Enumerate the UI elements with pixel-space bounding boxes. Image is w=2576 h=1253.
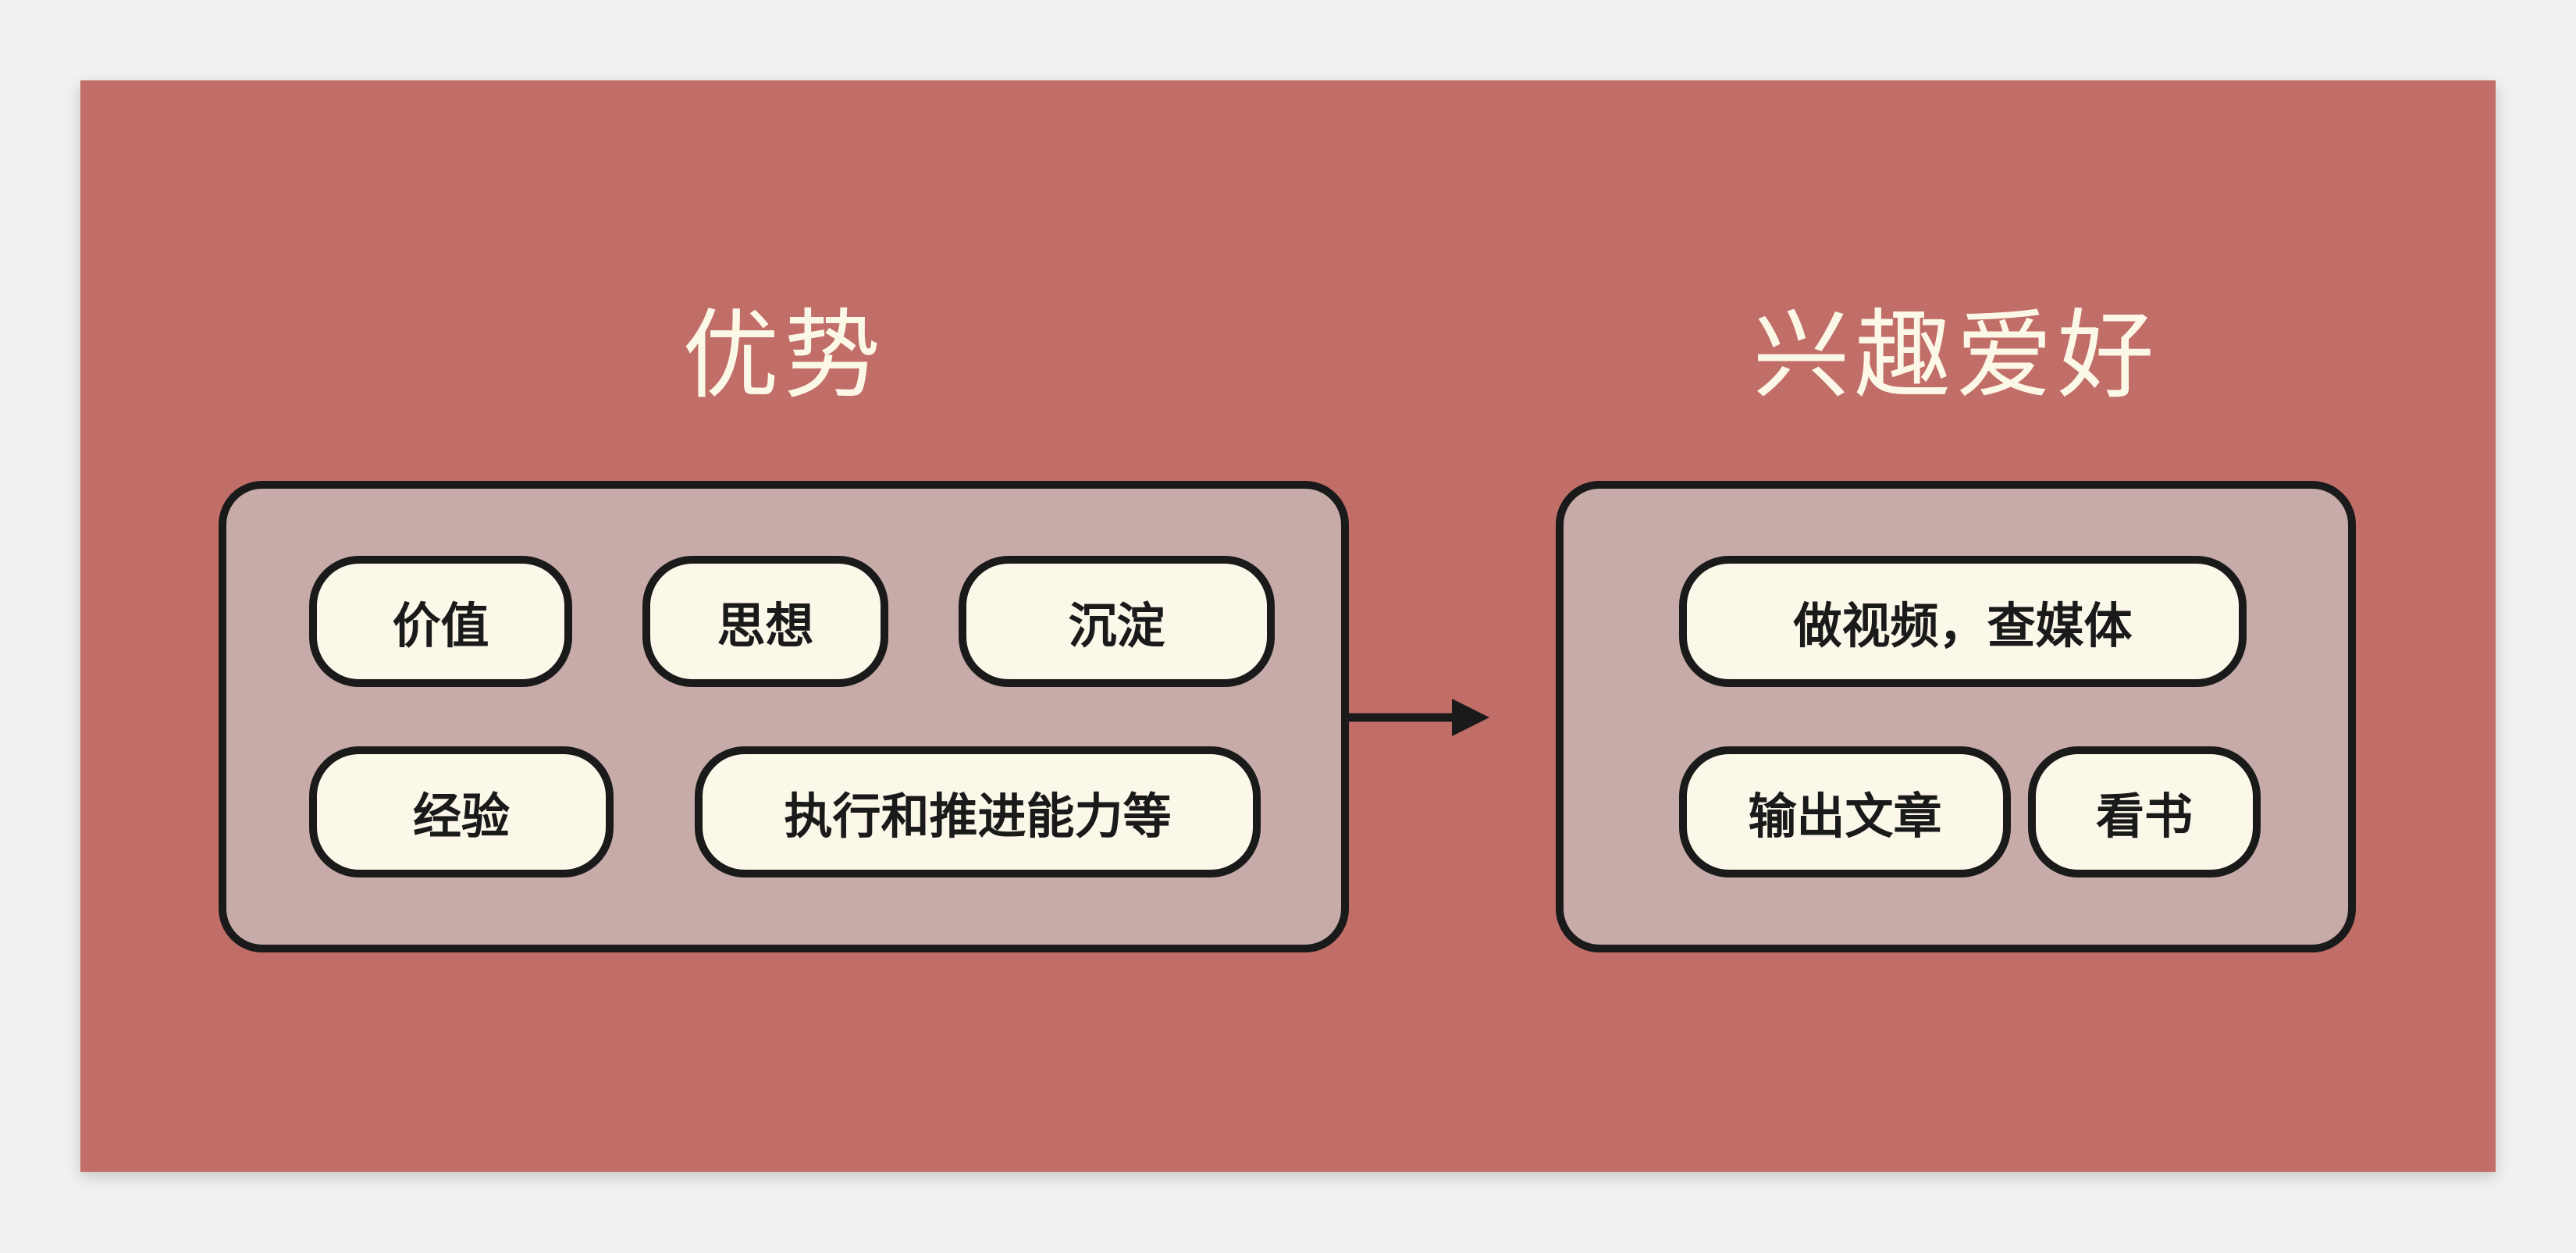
group-box-hobbies: 做视频，查媒体 输出文章 看书 (1556, 481, 2356, 952)
group-box-advantages: 价值 思想 沉淀 经验 执行和推进能力等 (219, 481, 1349, 952)
pill-read-books: 看书 (2028, 746, 2261, 877)
group-row: 经验 执行和推进能力等 (309, 746, 1341, 877)
pill-execution-ability: 执行和推进能力等 (695, 746, 1261, 877)
group-row: 输出文章 看书 (1679, 746, 2348, 877)
pill-make-videos-check-media: 做视频，查媒体 (1679, 556, 2247, 687)
pill-value: 价值 (309, 556, 572, 687)
arrow-head (1452, 699, 1489, 736)
section-title-hobbies: 兴趣爱好 (1752, 302, 2159, 410)
pill-thought: 思想 (642, 556, 888, 687)
pill-write-articles: 输出文章 (1679, 746, 2011, 877)
arrow-connector (1347, 699, 1489, 736)
section-title-advantages: 优势 (681, 302, 885, 410)
pill-accumulation: 沉淀 (959, 556, 1275, 687)
group-row: 做视频，查媒体 (1679, 556, 2348, 687)
pill-experience: 经验 (309, 746, 614, 877)
group-row: 价值 思想 沉淀 (309, 556, 1341, 687)
